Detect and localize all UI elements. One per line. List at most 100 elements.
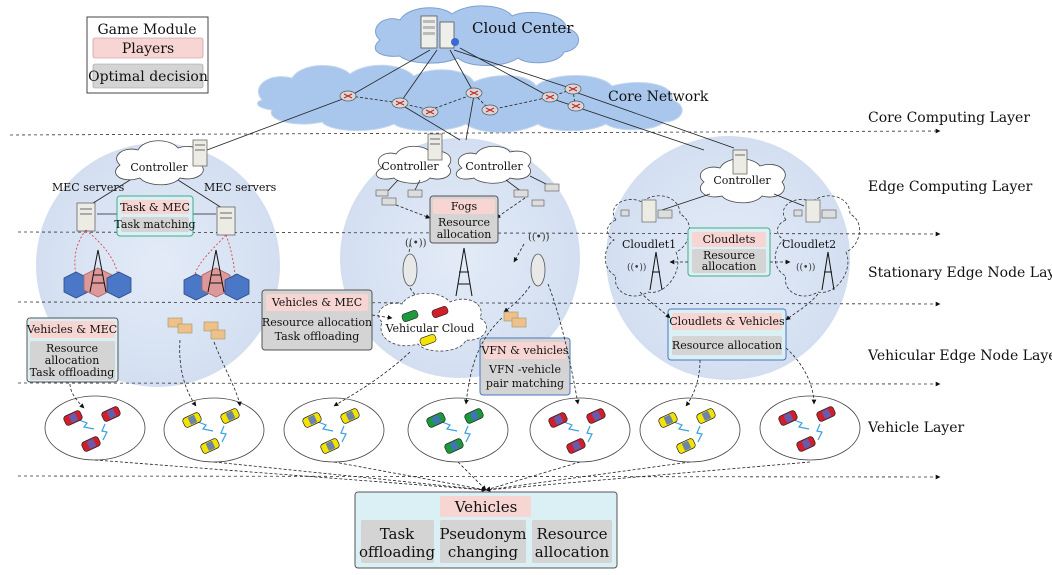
bottom-converging-arrows: [94, 459, 811, 493]
mid-box-decision-2: Task offloading: [275, 330, 360, 343]
car-icon: [63, 410, 83, 426]
car-icon: [778, 410, 798, 426]
layer-core-label: Core Computing Layer: [868, 110, 1030, 126]
layer-dividers: [9, 128, 941, 480]
bottom-players: Vehicles: [454, 498, 518, 516]
fog-controller-server-icon: [427, 133, 443, 161]
left-box-decision-1: Resource: [46, 342, 98, 355]
cloudlets-box-decision-2: allocation: [702, 260, 757, 273]
vehicle-cluster: [283, 397, 385, 463]
svg-text:((•)): ((•)): [405, 238, 427, 249]
cloudlets-game-box: Cloudlets Resource allocation: [687, 227, 771, 277]
mec-box-players: Task & MEC: [120, 201, 190, 214]
cloudlets-box-players: Cloudlets: [703, 233, 756, 246]
mec-controller-server-icon: [192, 139, 208, 167]
mec-box-decision: Task matching: [114, 218, 195, 231]
mid-box-arrow: [371, 314, 393, 320]
router-icon: [567, 100, 585, 112]
car-icon: [419, 334, 437, 346]
mid-vehicles-mec-box: Vehicles & MEC Resource allocation Task …: [261, 289, 373, 351]
fog-switch-icons: [375, 183, 560, 207]
car-icon: [200, 438, 220, 454]
cloud-center-label: Cloud Center: [472, 19, 574, 37]
cloudlet-links: [661, 193, 805, 211]
car-icon: [320, 438, 340, 454]
cloudlet1-label: Cloudlet1: [622, 238, 676, 251]
legend: Game Module Players Optimal decision: [86, 16, 209, 94]
bottom-vehicles-box: Vehicles Task offloading Pseudonym chang…: [354, 491, 618, 569]
mid-box-players: Vehicles & MEC: [271, 296, 362, 309]
car-icon: [464, 408, 484, 424]
mid-box-decision-1: Resource allocation: [262, 316, 372, 329]
car-icon: [676, 438, 696, 454]
vehicle-cluster: [163, 397, 265, 463]
mec-game-box: Task & MEC Task matching: [114, 195, 196, 237]
car-icon: [302, 412, 322, 428]
fog-controller-right-label: Controller: [465, 160, 523, 173]
vehicle-cluster: [759, 395, 861, 461]
mec-links: [89, 179, 223, 215]
bottom-item-2-line-2: changing: [448, 543, 519, 561]
car-icon: [444, 438, 464, 454]
cloudlets-vehicles-box: Cloudlets & Vehicles Resource allocation: [667, 308, 787, 361]
car-icon: [426, 412, 446, 428]
cv-box-decision: Resource allocation: [672, 339, 782, 352]
layer-edge-label: Edge Computing Layer: [868, 179, 1033, 195]
cloud-server-icon: [420, 15, 459, 49]
car-icon: [101, 406, 121, 422]
cv-box-players: Cloudlets & Vehicles: [669, 315, 785, 328]
vehicle-cluster: [529, 397, 631, 463]
mec-server-right-icon: [216, 206, 236, 236]
car-icon: [401, 310, 419, 322]
mec-server-left-icon: [76, 202, 96, 232]
router-icon: [481, 104, 499, 116]
layer-labels: Core Computing Layer Edge Computing Laye…: [867, 110, 1052, 436]
legend-decision: Optimal decision: [88, 69, 208, 85]
vfn-box-players: VFN & vehicles: [480, 344, 569, 357]
car-icon: [548, 412, 568, 428]
car-icon: [696, 408, 716, 424]
vehicle-cluster: [44, 395, 146, 461]
router-group: [339, 83, 585, 118]
left-box-decision-3: Task offloading: [30, 366, 115, 379]
mec-rsu-icons: [167, 317, 226, 340]
cloudlet2-cloud: [774, 195, 860, 297]
cloudlet-antenna-icons: ((•)) ((•)): [627, 262, 815, 273]
vfn-rsu-icon: [503, 311, 527, 328]
vehicle-cluster: [407, 397, 509, 463]
left-vehicles-mec-box: Vehicles & MEC Resource allocation Task …: [26, 317, 119, 383]
bottom-item-1-line-1: Task: [380, 525, 415, 543]
cloudlet-controller-server-icon: [732, 149, 748, 175]
router-icon: [391, 97, 409, 109]
layer-stationary-label: Stationary Edge Node Layer: [868, 265, 1052, 281]
vehicle-group-layer: [44, 395, 861, 463]
core-network-label: Core Network: [608, 89, 709, 105]
car-icon: [586, 408, 606, 424]
car-icon: [566, 438, 586, 454]
fog-tower: [455, 247, 473, 297]
mec-servers-right-label: MEC servers: [204, 181, 277, 194]
bottom-item-2-line-1: Pseudonym: [440, 525, 527, 543]
car-icon: [796, 436, 816, 452]
cloudlet-server-icons: [620, 199, 837, 223]
car-icon: [658, 412, 678, 428]
mec-controller-label: Controller: [130, 161, 188, 174]
vfn-box-decision-1: VFN -vehicle: [488, 363, 561, 376]
fog-controller-left-label: Controller: [381, 160, 439, 173]
car-icon: [182, 412, 202, 428]
left-box-players: Vehicles & MEC: [26, 323, 117, 336]
fog-antennas: ((•)) ((•)): [402, 232, 550, 287]
cloudlet1-cloud: [604, 195, 690, 297]
fog-box-decision-1: Resource: [438, 216, 490, 229]
mec-servers-left-label: MEC servers: [52, 181, 125, 194]
router-icon: [421, 106, 439, 118]
left-box-decision-2: allocation: [45, 354, 100, 367]
vehicular-cloud-label: Vehicular Cloud: [385, 322, 475, 335]
cloudlet-towers: [649, 251, 835, 291]
core-network-cloud: [256, 64, 683, 133]
car-icon: [220, 408, 240, 424]
svg-text:((•)): ((•)): [528, 232, 550, 243]
cloudlets-box-decision-1: Resource: [703, 249, 755, 262]
vfn-box-decision-2: pair matching: [486, 377, 564, 390]
cloudlet-controller-cloud: [699, 158, 786, 204]
